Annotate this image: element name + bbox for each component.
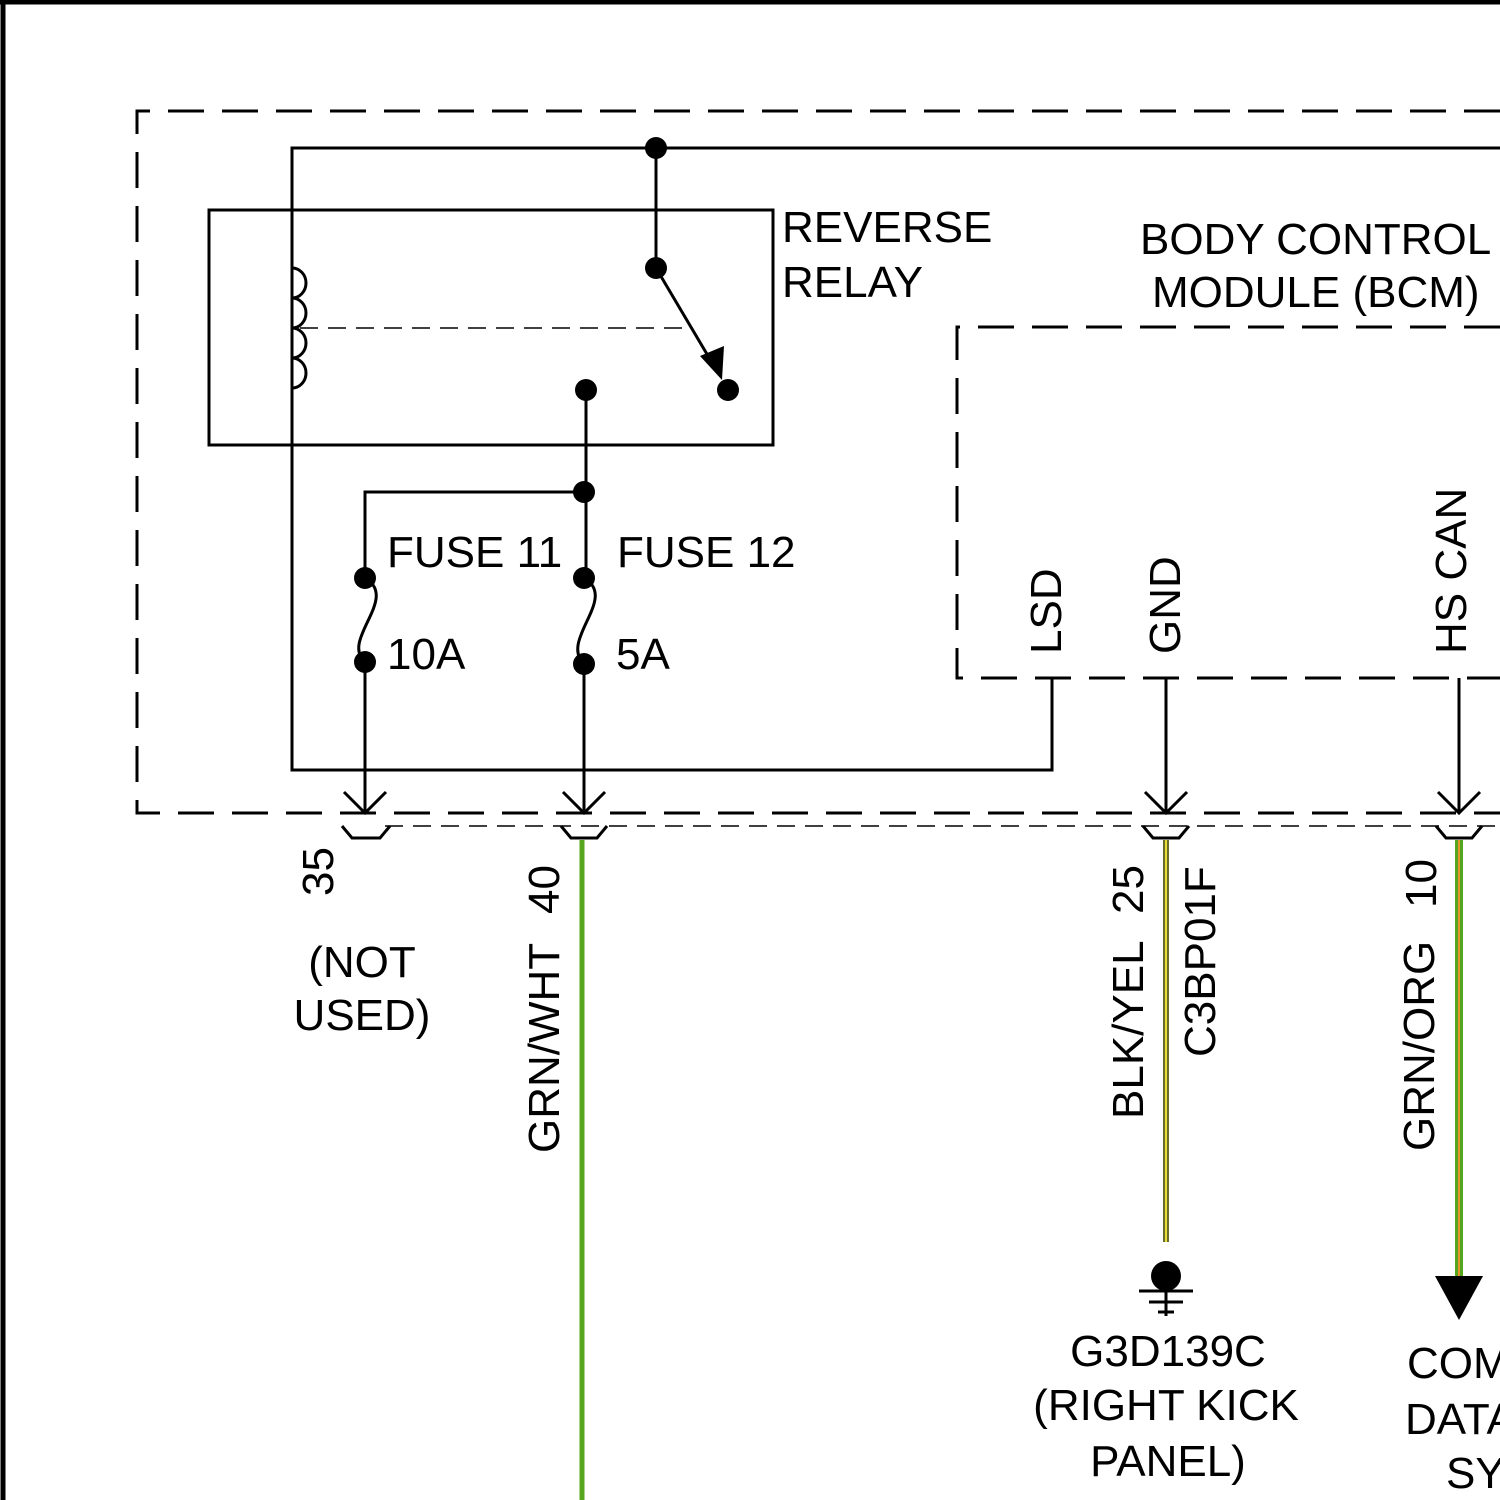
not-used-note-1: (NOT [308,938,416,987]
bcm-label-2: MODULE (BCM) [1152,268,1480,317]
ground-id: G3D139C [1070,1327,1266,1376]
pin-label-lsd: LSD [1022,568,1071,654]
pin-number-35: 35 [294,847,343,896]
fuse12-symbol [578,578,596,664]
wire-color-grn-org: GRN/ORG [1395,941,1444,1151]
ground-point [1151,1261,1181,1291]
wire-color-grn-wht: GRN/WHT [520,943,569,1153]
switch-pivot-dot [645,257,667,279]
pin-number-10: 10 [1397,859,1446,908]
fuse12-label: FUSE 12 [617,528,796,577]
reverse-relay-label-2: RELAY [782,258,923,307]
comm-label-3: SY [1446,1449,1500,1498]
fuse12-rating: 5A [616,630,670,679]
wire-color-blk-yel: BLK/YEL [1104,940,1153,1119]
fuse11-rating: 10A [387,630,466,679]
ground-location-2: PANEL) [1090,1437,1246,1486]
pin-label-hscan: HS CAN [1427,488,1476,654]
comm-label-2: DATA [1405,1395,1500,1444]
fuse11-bottom-dot [354,651,376,673]
switch-contact-dot [575,379,597,401]
bcm-label-1: BODY CONTROL [1140,215,1491,264]
connector-name: C3BP01F [1176,866,1225,1057]
pin-number-40: 40 [520,865,569,914]
fuse11-symbol [359,578,377,662]
fuse11-top-dot [354,567,376,589]
pin-label-gnd: GND [1141,556,1190,654]
switch-contact-open-dot [717,379,739,401]
splice-dot [645,137,667,159]
comm-label-1: COM [1407,1339,1500,1388]
pin25-socket [1143,826,1189,838]
reverse-relay-label-1: REVERSE [782,203,992,252]
switch-arm [656,268,714,366]
fuse-splice-dot [573,481,595,503]
comm-arrow-icon [1435,1276,1483,1320]
ground-location-1: (RIGHT KICK [1033,1381,1299,1430]
pin35-socket [342,826,390,838]
fuse12-top-dot [573,567,595,589]
not-used-note-2: USED) [294,991,431,1040]
pin10-socket [1436,826,1482,838]
fuse12-bottom-dot [573,653,595,675]
pin-number-25: 25 [1104,865,1153,914]
fuse11-label: FUSE 11 [387,528,562,577]
pin40-socket [561,826,607,838]
